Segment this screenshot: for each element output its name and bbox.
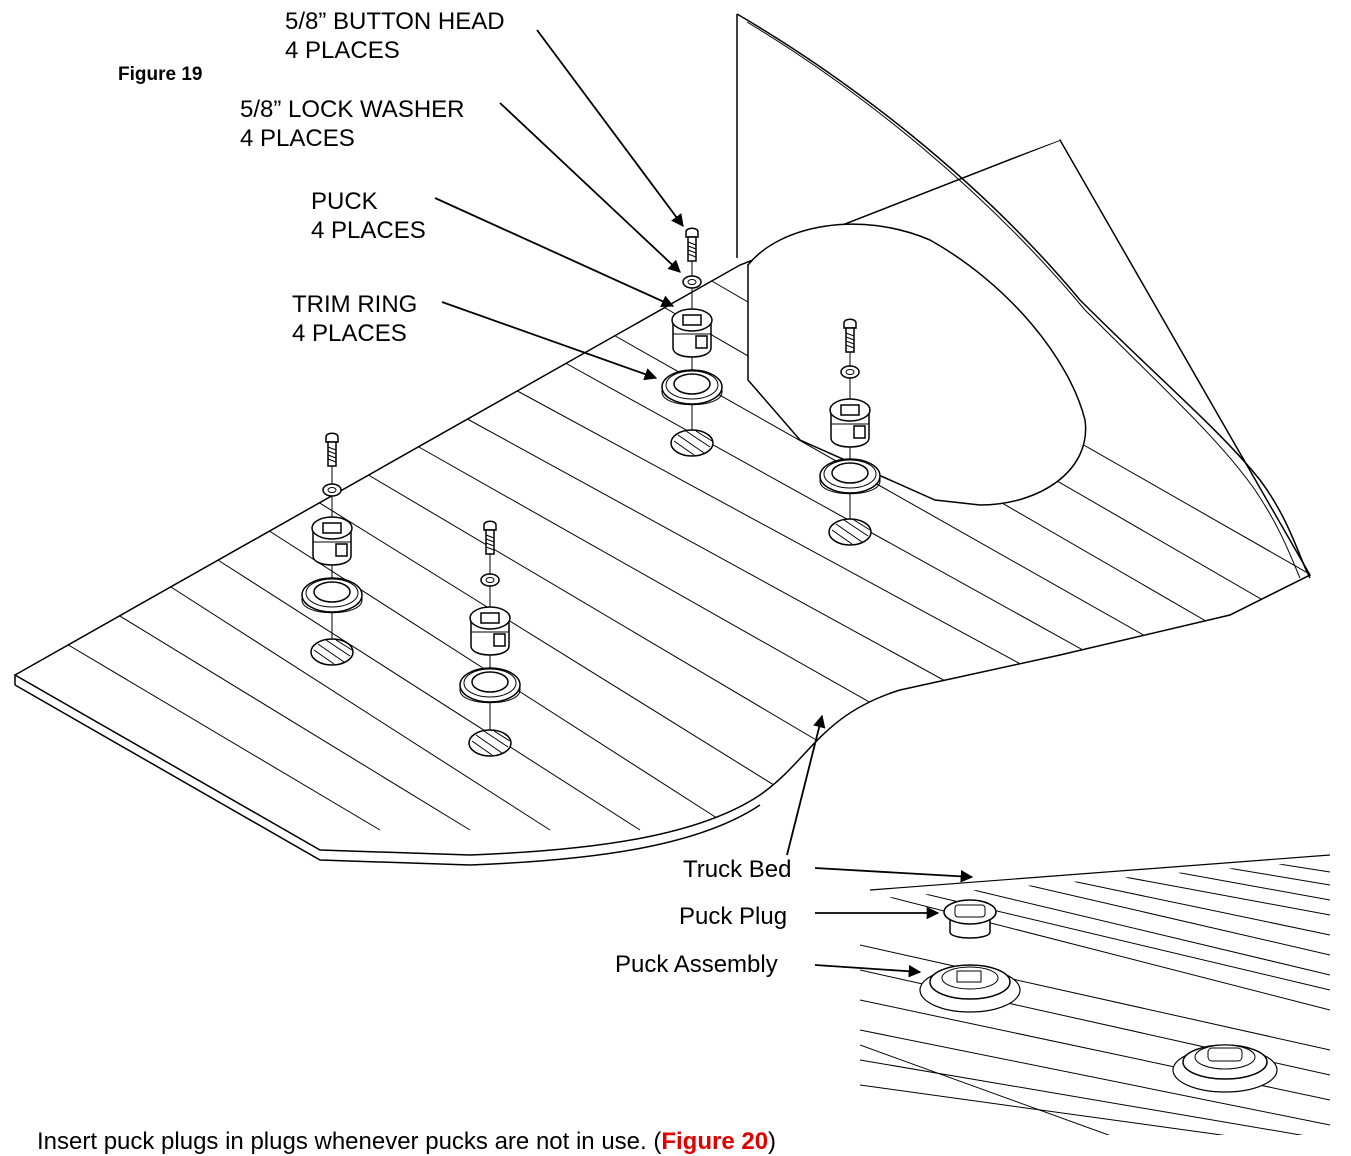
inset-detail-view [814,854,1331,1135]
figure-reference-link[interactable]: Figure 20 [661,1128,769,1155]
caption-tail: ) [768,1128,777,1155]
inset-puck-plug [943,899,997,939]
caption-text: Insert puck plugs in plugs whenever puck… [37,1128,662,1155]
inset-puck-assembly-front [919,964,1021,1013]
trim-ring-label: TRIM RING [292,291,418,318]
callout-leaders [434,29,826,856]
bed-side-wall [736,13,1311,579]
hardware-stack-top [661,227,723,457]
hardware-stack-middle [459,520,521,757]
puck-qty: 4 PLACES [311,217,426,244]
puck-plug-label: Puck Plug [679,903,788,930]
trim-ring-qty: 4 PLACES [292,320,407,347]
puck-label: PUCK [311,188,378,215]
puck-callout: PUCK 4 PLACES [311,187,426,245]
button-head-callout: 5/8” BUTTON HEAD 4 PLACES [285,7,505,65]
hardware-stack-right [819,318,881,546]
figure-title: Figure 19 [118,64,203,85]
instruction-caption: Insert puck plugs in plugs whenever puck… [37,1128,776,1156]
truck-bed-label: Truck Bed [683,856,792,883]
button-head-label: 5/8” BUTTON HEAD [285,8,505,35]
button-head-qty: 4 PLACES [285,37,400,64]
lock-washer-qty: 4 PLACES [240,125,355,152]
puck-assembly-label: Puck Assembly [615,951,778,978]
lock-washer-label: 5/8” LOCK WASHER [240,96,465,123]
truck-bed-floor [13,139,1312,866]
lock-washer-callout: 5/8” LOCK WASHER 4 PLACES [240,95,465,153]
trim-ring-callout: TRIM RING 4 PLACES [292,290,417,348]
inset-puck-assembly-rear [1172,1044,1278,1093]
hardware-stack-left [301,432,363,666]
